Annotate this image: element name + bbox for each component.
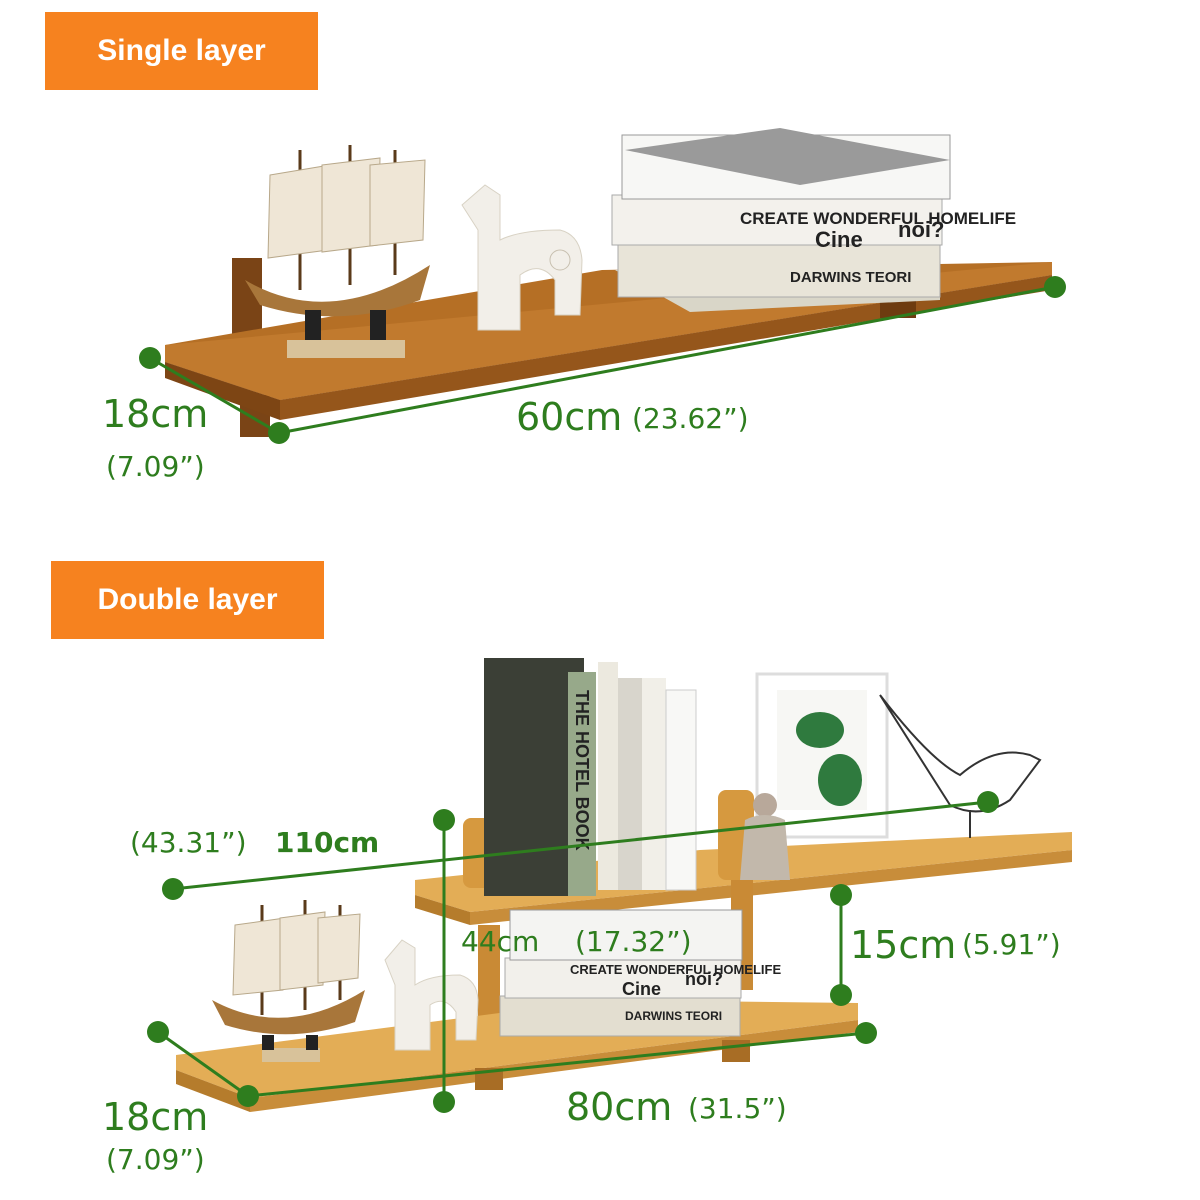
book-title-darwins: DARWINS TEORI bbox=[790, 269, 911, 286]
single-layer-badge: Single layer bbox=[45, 12, 318, 90]
single-length-cm: 60cm bbox=[516, 395, 623, 439]
double-overall-in: (43.31”) bbox=[130, 826, 247, 859]
double-dimension-lines bbox=[147, 791, 999, 1113]
book-title-darwins: DARWINS TEORI bbox=[625, 1009, 722, 1023]
double-height-cm: 44cm bbox=[461, 925, 540, 958]
dimension-dot bbox=[433, 1091, 455, 1113]
deer-figurine-icon bbox=[384, 939, 479, 1051]
double-depth-in: (7.09”) bbox=[106, 1143, 205, 1176]
double-height-in: (17.32”) bbox=[575, 925, 692, 958]
book-title-noi: noi? bbox=[898, 217, 944, 242]
ship-model-icon bbox=[245, 145, 430, 358]
book-title-noi: noi? bbox=[685, 969, 723, 989]
monk-figurine-icon bbox=[740, 793, 790, 880]
dimension-dot bbox=[830, 884, 852, 906]
book-title-create: CREATE WONDERFUL HOMELIFE bbox=[740, 209, 1016, 228]
dimension-dot bbox=[268, 422, 290, 444]
double-book-stack: CREATE WONDERFUL HOMELIFE Cine noi? DARW… bbox=[499, 909, 781, 1037]
double-depth-cm: 18cm bbox=[102, 1095, 209, 1139]
dimension-dot bbox=[977, 791, 999, 813]
ship-model-icon bbox=[212, 900, 365, 1062]
deer-figurine-icon bbox=[461, 184, 583, 331]
single-length-in: (23.62”) bbox=[632, 402, 749, 435]
dimension-dot bbox=[830, 984, 852, 1006]
double-length-cm: 80cm bbox=[566, 1085, 673, 1129]
single-depth-in: (7.09”) bbox=[106, 450, 205, 483]
single-dimension-lines bbox=[139, 276, 1066, 444]
dimension-dot bbox=[1044, 276, 1066, 298]
book-title-cine: Cine bbox=[622, 979, 661, 999]
double-gap-in: (5.91”) bbox=[962, 928, 1061, 961]
dimension-dot bbox=[237, 1085, 259, 1107]
dimension-dot bbox=[433, 809, 455, 831]
double-overall-cm: 110cm bbox=[275, 826, 380, 859]
book-title-hotel: THE HOTEL BOOK bbox=[572, 690, 592, 851]
dimension-dot bbox=[139, 347, 161, 369]
double-gap-cm: 15cm bbox=[850, 923, 957, 967]
single-depth-cm: 18cm bbox=[102, 392, 209, 436]
photo-frame-icon bbox=[755, 672, 889, 839]
dimension-dot bbox=[162, 878, 184, 900]
single-book-stack: CREATE WONDERFUL HOMELIFE Cine noi? DARW… bbox=[611, 128, 1016, 312]
dimension-dot bbox=[147, 1021, 169, 1043]
book-title-create: CREATE WONDERFUL HOMELIFE bbox=[570, 962, 781, 977]
bird-figurine-icon bbox=[879, 694, 1042, 838]
double-length-in: (31.5”) bbox=[688, 1092, 787, 1125]
double-layer-badge: Double layer bbox=[51, 561, 324, 639]
dimension-dot bbox=[855, 1022, 877, 1044]
book-title-cine: Cine bbox=[815, 227, 863, 252]
double-upright-books: THE HOTEL BOOK bbox=[484, 658, 697, 896]
